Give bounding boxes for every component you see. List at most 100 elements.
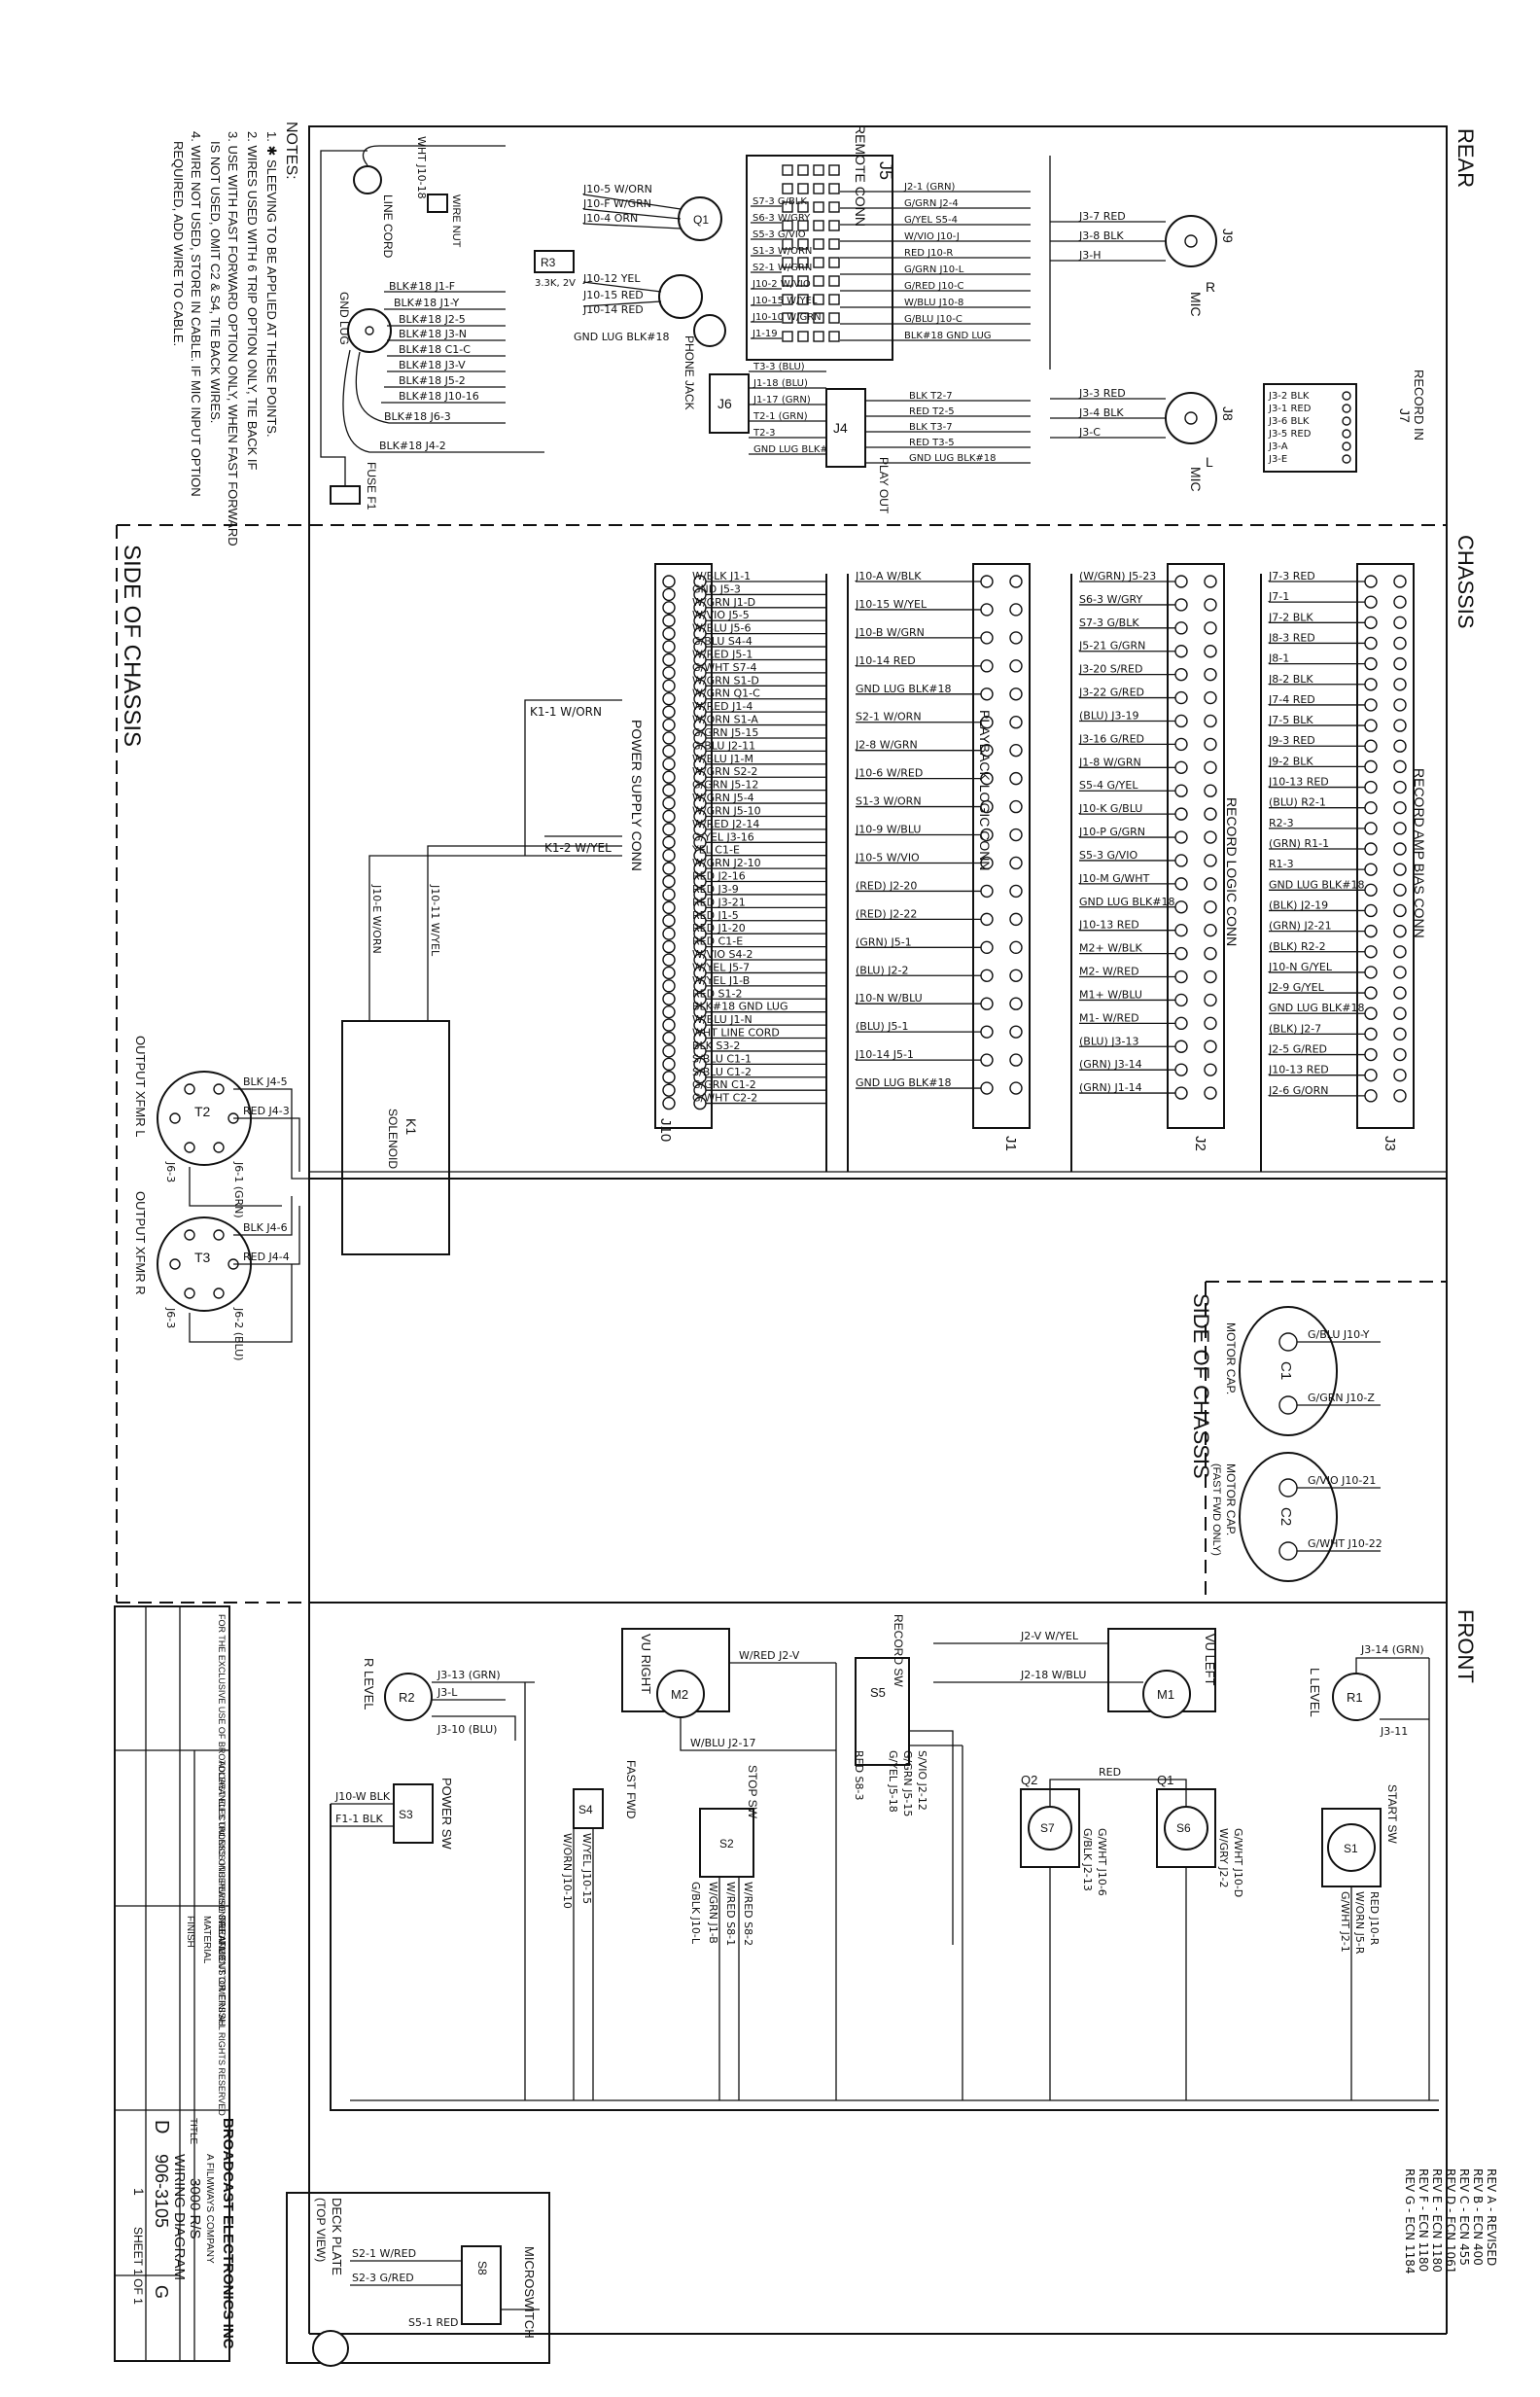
j5-right-labels: J2-1 (GRN)G/GRN J2-4G/YEL S5-4W/VIO J10-… (840, 182, 1031, 341)
j5-left-label-9: J1-19 (752, 329, 778, 339)
j3-pin-b-22 (1393, 1006, 1407, 1020)
frame (116, 125, 1448, 2335)
j5-name: J5 (876, 161, 895, 180)
j6-label-3: J1-17 (GRN) (752, 395, 811, 405)
vu-right-label: VU RIGHT (639, 1634, 653, 1694)
j3-pin-a-18 (1364, 924, 1378, 938)
deck-plate-outline (286, 2192, 550, 2364)
section-rear: REAR (1453, 128, 1478, 188)
j9-sub: R (1206, 279, 1215, 295)
j1-wire-label-6: S2-1 W/ORN (856, 711, 922, 723)
j10-pin-a-30 (662, 953, 676, 967)
rear-wire-label-6: BLK#18 J3-V (399, 359, 466, 371)
j5-right-label-2: G/GRN J2-4 (904, 198, 959, 209)
notes-block: NOTES: 1. ✱ SLEEVING TO BE APPLIED AT TH… (171, 122, 299, 546)
s7-label: S7 (1040, 1821, 1055, 1835)
j2-pin-b-5 (1204, 667, 1217, 682)
r-level-label: R LEVEL (362, 1658, 376, 1710)
j1-pin-b-13 (1009, 912, 1023, 927)
rev-g: REV G - ECN 1184 (1403, 2168, 1417, 2274)
r2-wire-3 (432, 1715, 516, 1741)
j5-pin-6-2 (797, 257, 809, 268)
j5-pin-2-1 (782, 183, 793, 194)
j3-wire-label-21: J2-9 G/YEL (1268, 981, 1325, 994)
q1-rear-socket-icon (693, 314, 726, 347)
j2-wire-label-16: J10-13 RED (1078, 919, 1139, 932)
j5-pin-3-1 (782, 201, 793, 213)
fp-wire-label-16: W/ORN J10-10 (561, 1833, 574, 1909)
xfmr-l-wire-3 (189, 1167, 282, 1207)
xfmr-l-pin-2 (213, 1083, 225, 1095)
s1-label: S1 (1344, 1842, 1358, 1855)
j10-pin-a-31 (662, 966, 676, 980)
j5-pin-7-2 (797, 275, 809, 287)
j5-left-label-2: S6-3 W/GRY (752, 213, 811, 224)
fp-wire-label-11: G/GRN J5-15 (901, 1750, 914, 1816)
c1-wire-label-2: G/GRN J10-Z (1308, 1392, 1375, 1404)
j2-pin-b-23 (1204, 1086, 1217, 1100)
deck-plate-hole-icon (312, 2330, 349, 2367)
j3-pin-b-10 (1393, 759, 1407, 774)
j10-wire-label-27: RED J1-5 (692, 909, 739, 922)
j5-pin-8-3 (813, 294, 824, 305)
j3-wire-label-23: (BLK) J2-7 (1269, 1022, 1321, 1035)
j10-pin-a-8 (662, 666, 676, 680)
c1-terminal-2 (1278, 1395, 1298, 1415)
j2-pin-b-2 (1204, 598, 1217, 612)
j1-pin-b-5 (1009, 687, 1023, 701)
j5-pin-2-2 (797, 183, 809, 194)
k1-1-route (524, 699, 622, 856)
tb-company: BROADCAST ELECTRONICS INC (220, 2118, 236, 2349)
j2-pin-b-7 (1204, 714, 1217, 728)
j3-pin-b-1 (1393, 575, 1407, 588)
j3-wire-label-12: (BLU) R2-1 (1269, 796, 1326, 809)
fp-wire-label-15: F1-1 BLK (335, 1813, 383, 1825)
j7-title: RECORD IN (1412, 370, 1426, 441)
title-block-frame (114, 1605, 230, 2362)
tb-scale: 1 (131, 2188, 147, 2196)
j5-pin-3-4 (828, 201, 840, 213)
l-level-label: L LEVEL (1308, 1668, 1322, 1717)
j3-pin-a-7 (1364, 698, 1378, 712)
j3-name: J3 (1382, 1136, 1398, 1151)
j5-left-label-3: S5-3 G/VIO (752, 229, 806, 240)
c1-motor-cap (1239, 1306, 1338, 1436)
j3-wire-label-11: J10-13 RED (1268, 776, 1329, 789)
q1-wire-label-3: J10-4 ORN (582, 212, 638, 225)
j5-pin-9-4 (828, 312, 840, 324)
j7-pin-6 (1342, 454, 1351, 464)
fp-wire-label-29: RED (1099, 1766, 1121, 1779)
vu-right-wire-2 (680, 1717, 836, 1751)
j1-wire-label-10: J10-9 W/BLU (855, 824, 921, 836)
q1-wire-label-1: J10-5 W/ORN (582, 183, 652, 195)
front-panel-vertical-runs (330, 1658, 1439, 2111)
j2-pin-b-1 (1204, 575, 1217, 588)
j3-pin-b-7 (1393, 698, 1407, 712)
j2-pin-b-3 (1204, 621, 1217, 635)
j3-wire-label-7: J7-4 RED (1268, 693, 1315, 706)
fuse-wire (320, 150, 368, 486)
j5-pin-5-2 (797, 238, 809, 250)
t2-label: T2 (194, 1104, 211, 1119)
j6-title: PHONE JACK (682, 335, 696, 410)
j2-pin-b-4 (1204, 645, 1217, 658)
j3-wire-label-18: (GRN) J2-21 (1269, 920, 1332, 933)
j3-wire-label-17: (BLK) J2-19 (1269, 899, 1328, 911)
k1-label: SOLENOID (386, 1109, 400, 1169)
j3-wire-label-10: J9-2 BLK (1268, 755, 1313, 767)
j2-pin-a-17 (1174, 946, 1188, 961)
j2-pin-a-14 (1174, 877, 1188, 891)
s1-start-icon (1327, 1823, 1376, 1872)
j10-pin-a-37 (662, 1044, 676, 1058)
j2-wire-label-5: J3-20 S/RED (1078, 663, 1142, 676)
j3-pin-b-4 (1393, 636, 1407, 651)
rear-wire-label-2: BLK#18 J1-Y (394, 297, 460, 309)
j2-wire-label-7: (BLU) J3-19 (1079, 709, 1138, 722)
j2-wire-label-22: (GRN) J3-14 (1079, 1058, 1142, 1071)
j10-pin-a-5 (662, 626, 676, 641)
j7-label-4: J3-5 RED (1268, 429, 1312, 440)
j10-wire-label-13: G/GRN J5-15 (692, 726, 758, 739)
